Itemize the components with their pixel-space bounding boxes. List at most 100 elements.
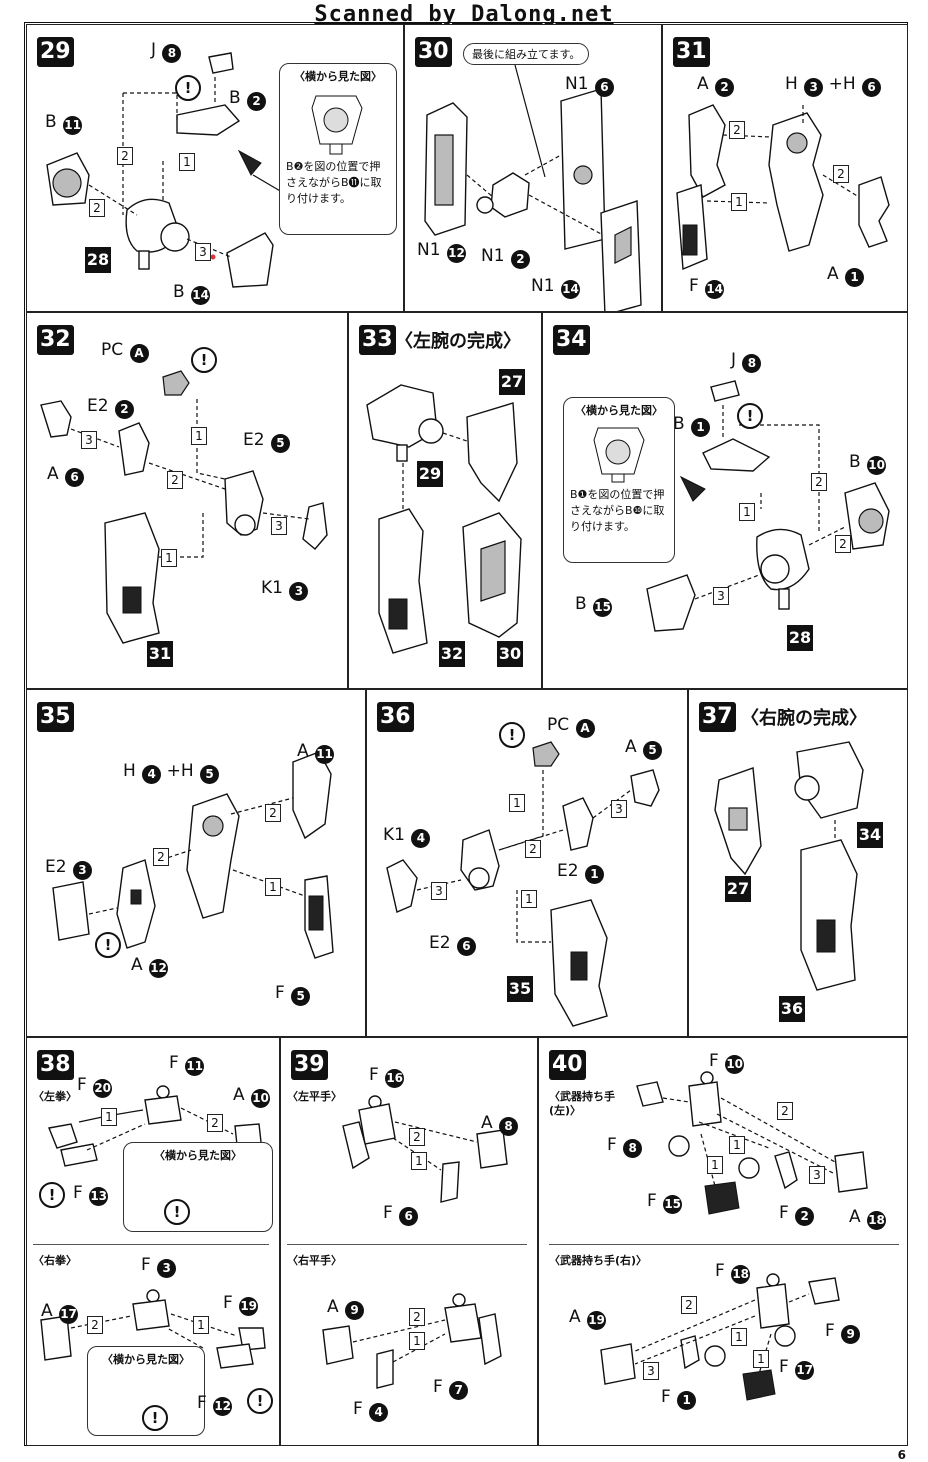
order-num: 2 <box>409 1308 425 1326</box>
step-number: 32 <box>37 325 74 355</box>
order-num: 1 <box>409 1332 425 1350</box>
step-ref-tag: 28 <box>85 247 111 273</box>
step-38-panel: 38 〈左拳〉 F 11 F 20 A 10 ! F 13 1 2 〈横から見た… <box>26 1037 280 1446</box>
part-label-k1-3: K1 3 <box>261 577 309 601</box>
part-label-f8: F 8 <box>607 1134 643 1158</box>
caution-icon: ! <box>164 1199 190 1225</box>
order-num: 2 <box>167 471 183 489</box>
order-num: 2 <box>409 1128 425 1146</box>
section-divider <box>549 1244 899 1245</box>
order-num: 2 <box>811 473 827 491</box>
order-num: 1 <box>707 1156 723 1174</box>
part-label-b14: B 14 <box>173 281 211 305</box>
order-num: 1 <box>753 1350 769 1368</box>
step-ref-tag: 31 <box>147 641 173 667</box>
part-label-f18: F 18 <box>715 1260 751 1284</box>
sub-heading-left-fist: 〈左拳〉 <box>33 1090 77 1103</box>
part-label-f15: F 15 <box>647 1190 683 1214</box>
step-ref-tag: 27 <box>725 876 751 902</box>
part-label-f16: F 16 <box>369 1064 405 1088</box>
side-view-note: 〈横から見た図〉 ! <box>87 1346 205 1436</box>
order-num: 2 <box>833 165 849 183</box>
part-label-f10: F 10 <box>709 1050 745 1074</box>
step-29-panel: 29 J 8 ! B 2 B 11 B 14 28 2 1 2 3 〈横から見た… <box>26 24 404 312</box>
step-number: 37 <box>699 702 736 732</box>
step-ref-tag: 34 <box>857 822 883 848</box>
step-ref-tag: 27 <box>499 369 525 395</box>
step-36-illustration <box>386 741 660 1027</box>
part-label-a8: A 8 <box>481 1112 519 1136</box>
part-label-f11: F 11 <box>169 1052 205 1076</box>
step-31-illustration <box>676 104 890 271</box>
part-label-a19: A 19 <box>569 1306 607 1330</box>
step-number: 29 <box>37 37 74 67</box>
sub-heading-right-open-hand: 〈右平手〉 <box>287 1254 342 1267</box>
order-num: 2 <box>681 1296 697 1314</box>
part-label-f6: F 6 <box>383 1202 419 1226</box>
section-divider <box>33 1244 269 1245</box>
part-label-b10: B 10 <box>849 451 887 475</box>
order-num: 2 <box>153 848 169 866</box>
caution-icon: ! <box>175 75 201 101</box>
part-label-n1-6: N1 6 <box>565 73 614 97</box>
part-label-b1: B 1 <box>673 413 711 437</box>
side-view-note: 〈横から見た図〉 B❶を図の位置で押さえながらB❿に取り付けます。 <box>563 397 675 563</box>
part-label-e2-1: E2 1 <box>557 860 604 884</box>
order-num: 1 <box>161 549 177 567</box>
part-label-f2: F 2 <box>779 1202 815 1226</box>
step-ref-tag: 36 <box>779 996 805 1022</box>
part-label-e2-2: E2 2 <box>87 395 134 419</box>
part-label-b15: B 15 <box>575 593 613 617</box>
part-label-a9: A 9 <box>327 1296 365 1320</box>
step-33-panel: 33 〈左腕の完成〉 27 29 32 30 <box>348 312 542 689</box>
order-num: 1 <box>731 1328 747 1346</box>
part-label-pc-a: PC A <box>547 714 595 738</box>
side-view-figure <box>311 95 363 155</box>
part-label-a10: A 10 <box>233 1084 271 1108</box>
part-label-f4: F 4 <box>353 1398 389 1422</box>
part-label-h3-h6: H 3 +H 6 <box>785 73 882 97</box>
step-39-illustration <box>322 1095 508 1389</box>
step-number: 31 <box>673 37 710 67</box>
step-32-panel: 32 PC A ! E2 2 E2 5 A 6 K1 3 31 3 1 2 3 … <box>26 312 348 689</box>
caution-icon: ! <box>737 403 763 429</box>
side-view-note: 〈横から見た図〉 ! <box>123 1142 273 1232</box>
order-num: 3 <box>643 1362 659 1380</box>
order-num: 1 <box>731 193 747 211</box>
side-view-note: 〈横から見た図〉 B❷を図の位置で押さえながらB⓫に取り付けます。 <box>279 63 397 235</box>
part-label-a5: A 5 <box>625 736 663 760</box>
part-label-f17: F 17 <box>779 1356 815 1380</box>
part-label-f3: F 3 <box>141 1254 177 1278</box>
order-num: 2 <box>525 840 541 858</box>
step-number: 34 <box>553 325 590 355</box>
step-40-illustration <box>600 1071 868 1401</box>
order-num: 3 <box>431 882 447 900</box>
step-ref-tag: 28 <box>787 625 813 651</box>
part-label-f9: F 9 <box>825 1320 861 1344</box>
order-num: 3 <box>713 587 729 605</box>
step-36-panel: 36 ! PC A A 5 K1 4 E2 1 E2 6 35 1 3 2 3 … <box>366 689 688 1037</box>
order-num: 2 <box>89 199 105 217</box>
step-title: 〈左腕の完成〉 <box>395 331 521 352</box>
step-30-panel: 30 最後に組み立てます。 N1 6 N1 12 N1 2 N1 14 <box>404 24 662 312</box>
part-label-f14: F 14 <box>689 275 725 299</box>
side-view-figure <box>593 427 645 483</box>
part-label-a2: A 2 <box>697 73 735 97</box>
step-number: 35 <box>37 702 74 732</box>
caution-icon: ! <box>95 932 121 958</box>
order-num: 3 <box>195 243 211 261</box>
step-ref-tag: 32 <box>439 641 465 667</box>
note-title: 〈横から見た図〉 <box>154 1149 242 1162</box>
part-label-b2: B 2 <box>229 87 267 111</box>
step-37-illustration <box>714 741 864 991</box>
sub-heading-left-open-hand: 〈左平手〉 <box>287 1090 342 1103</box>
step-40-panel: 40 〈武器持ち手(左)〉 F 10 2 1 F 8 1 3 F 15 F 2 … <box>538 1037 908 1446</box>
sub-heading-weapon-hand-left: 〈武器持ち手(左)〉 <box>549 1090 615 1117</box>
order-num: 1 <box>191 427 207 445</box>
section-divider <box>287 1244 527 1245</box>
step-number: 40 <box>549 1050 586 1080</box>
order-num: 1 <box>509 794 525 812</box>
order-num: 1 <box>729 1136 745 1154</box>
part-label-a17: A 17 <box>41 1300 79 1324</box>
part-label-f7: F 7 <box>433 1376 469 1400</box>
